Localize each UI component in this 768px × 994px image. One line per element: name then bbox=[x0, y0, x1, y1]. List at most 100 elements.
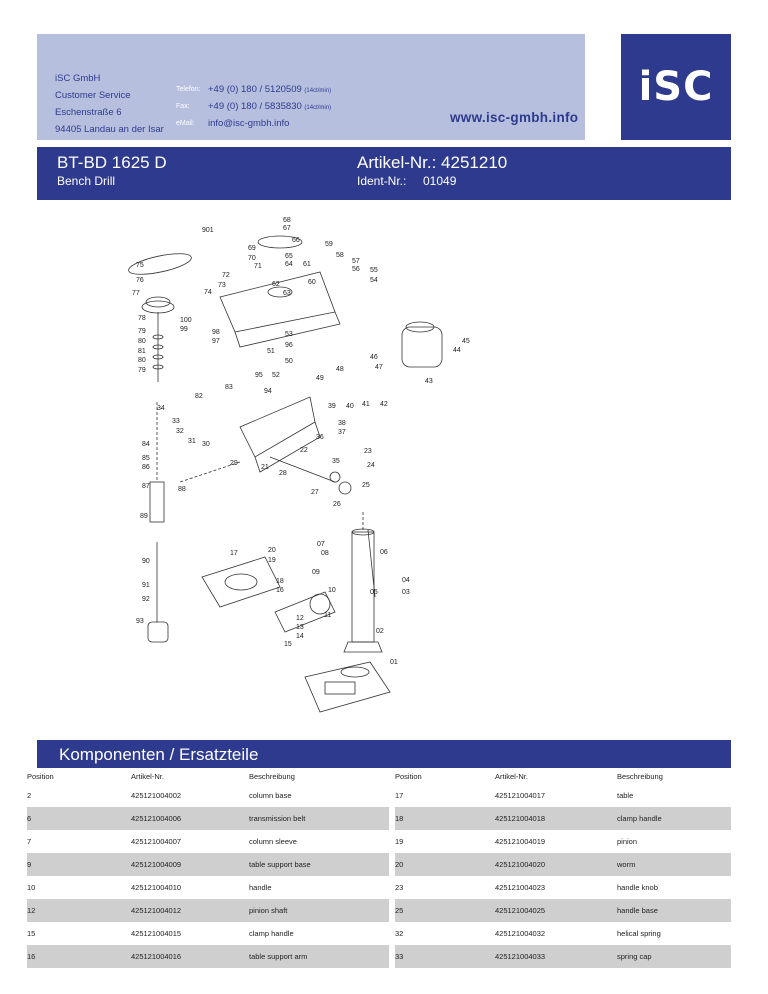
part-label: 73 bbox=[218, 282, 226, 289]
part-label: 93 bbox=[136, 618, 144, 625]
part-label: 97 bbox=[212, 338, 220, 345]
part-label: 12 bbox=[296, 615, 304, 622]
part-label: 08 bbox=[321, 550, 329, 557]
header-article-2: Artikel-Nr. bbox=[495, 771, 528, 781]
part-label: 01 bbox=[390, 659, 398, 666]
part-label: 34 bbox=[157, 405, 165, 412]
part-label: 24 bbox=[367, 462, 375, 469]
part-label: 10 bbox=[328, 587, 336, 594]
part-label: 85 bbox=[142, 455, 150, 462]
part-label: 47 bbox=[375, 364, 383, 371]
part-label: 40 bbox=[346, 403, 354, 410]
part-label: 14 bbox=[296, 633, 304, 640]
part-label: 82 bbox=[195, 393, 203, 400]
part-label: 74 bbox=[204, 289, 212, 296]
part-label: 19 bbox=[268, 557, 276, 564]
part-label: 96 bbox=[285, 342, 293, 349]
model-title: BT-BD 1625 D bbox=[57, 153, 167, 172]
part-label: 30 bbox=[202, 441, 210, 448]
part-label: 67 bbox=[283, 225, 291, 232]
part-label: 86 bbox=[142, 464, 150, 471]
company-address: iSC GmbH Customer Service Eschenstraße 6… bbox=[55, 70, 164, 138]
part-label: 43 bbox=[425, 378, 433, 385]
part-label: 80 bbox=[138, 357, 146, 364]
part-label: 79 bbox=[138, 367, 146, 374]
part-label: 70 bbox=[248, 255, 256, 262]
part-label: 91 bbox=[142, 582, 150, 589]
contact-email[interactable]: eMail: info@isc-gmbh.info bbox=[176, 118, 290, 129]
part-label: 89 bbox=[140, 513, 148, 520]
part-label: 51 bbox=[267, 348, 275, 355]
part-label: 94 bbox=[264, 388, 272, 395]
part-label: 16 bbox=[276, 587, 284, 594]
part-label: 09 bbox=[312, 569, 320, 576]
part-label: 78 bbox=[138, 315, 146, 322]
part-label: 06 bbox=[380, 549, 388, 556]
part-label: 55 bbox=[370, 267, 378, 274]
part-label: 100 bbox=[180, 317, 192, 324]
header-description-2: Beschreibung bbox=[617, 771, 663, 781]
part-label: 69 bbox=[248, 245, 256, 252]
part-label: 38 bbox=[338, 420, 346, 427]
ident-label: Ident-Nr.: bbox=[357, 174, 407, 188]
part-label: 57 bbox=[352, 258, 360, 265]
part-label: 53 bbox=[285, 331, 293, 338]
part-label: 98 bbox=[212, 329, 220, 336]
isc-logo: iSC bbox=[621, 34, 731, 140]
part-label: 61 bbox=[303, 261, 311, 268]
part-label: 90 bbox=[142, 558, 150, 565]
part-label: 83 bbox=[225, 384, 233, 391]
part-labels: 68 67 901 66 69 70 65 64 59 58 57 56 55 … bbox=[132, 217, 470, 666]
parts-table: Position Artikel-Nr. Beschreibung Positi… bbox=[27, 768, 731, 968]
part-label: 07 bbox=[317, 541, 325, 548]
part-label: 22 bbox=[300, 447, 308, 454]
part-label: 71 bbox=[254, 263, 262, 270]
part-label: 11 bbox=[324, 612, 331, 619]
part-label: 35 bbox=[332, 458, 340, 465]
part-label: 79 bbox=[138, 328, 146, 335]
section-header: Komponenten / Ersatzteile bbox=[37, 740, 731, 768]
part-label: 31 bbox=[188, 438, 196, 445]
part-label: 92 bbox=[142, 596, 150, 603]
part-label: 28 bbox=[279, 470, 287, 477]
part-label: 60 bbox=[308, 279, 316, 286]
part-label: 63 bbox=[283, 290, 291, 297]
part-label: 49 bbox=[316, 375, 324, 382]
part-label: 72 bbox=[222, 272, 230, 279]
part-label: 27 bbox=[311, 489, 319, 496]
contact-block: Telefon: +49 (0) 180 / 5120509 (14ct/min… bbox=[176, 82, 331, 131]
website-link[interactable]: www.isc-gmbh.info bbox=[450, 110, 579, 125]
part-label: 41 bbox=[362, 401, 370, 408]
part-label: 84 bbox=[142, 441, 150, 448]
part-label: 17 bbox=[230, 550, 238, 557]
part-label: 15 bbox=[284, 641, 292, 648]
part-label: 62 bbox=[272, 281, 280, 288]
part-label: 59 bbox=[325, 241, 333, 248]
product-band: BT-BD 1625 D Bench Drill Artikel-Nr.: 42… bbox=[37, 147, 731, 200]
part-label: 95 bbox=[255, 372, 263, 379]
part-label: 81 bbox=[138, 348, 146, 355]
company-street: Eschenstraße 6 bbox=[55, 107, 122, 118]
part-label: 80 bbox=[138, 338, 146, 345]
contact-fax: Fax: +49 (0) 180 / 5835830 (14ct/min) bbox=[176, 101, 332, 112]
part-label: 36 bbox=[316, 434, 324, 441]
part-label: 39 bbox=[328, 403, 336, 410]
part-label: 05 bbox=[370, 589, 378, 596]
logo-text: iSC bbox=[638, 64, 714, 110]
part-label: 44 bbox=[453, 347, 461, 354]
section-title: Komponenten / Ersatzteile bbox=[59, 745, 259, 764]
part-label: 02 bbox=[376, 628, 384, 635]
contact-phone: Telefon: +49 (0) 180 / 5120509 (14ct/min… bbox=[176, 84, 332, 95]
part-label: 26 bbox=[333, 501, 341, 508]
exploded-parts-diagram: 68 67 901 66 69 70 65 64 59 58 57 56 55 … bbox=[128, 217, 470, 713]
header-position: Position bbox=[27, 771, 54, 781]
ident-value: 01049 bbox=[423, 174, 457, 188]
table-header-row: Position Artikel-Nr. Beschreibung Positi… bbox=[27, 768, 731, 784]
part-label: 77 bbox=[132, 290, 140, 297]
